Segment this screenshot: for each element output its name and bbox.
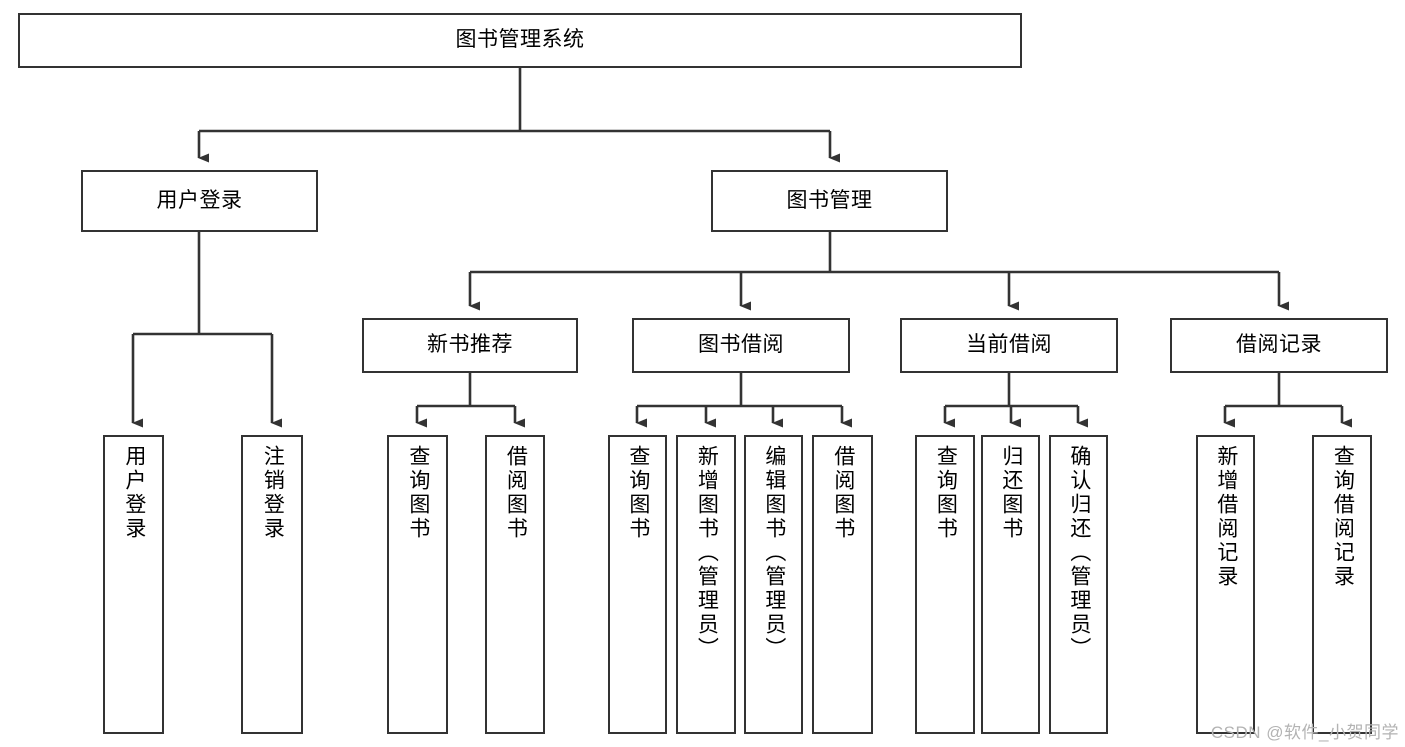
node-leaf-query-record-label: 查询借阅记录 bbox=[1331, 445, 1355, 589]
node-leaf-borrow-book-1-label: 借阅图书 bbox=[504, 445, 528, 541]
node-leaf-query-book-3[interactable]: 查询图书 bbox=[915, 435, 975, 734]
node-leaf-query-book-3-label: 查询图书 bbox=[934, 445, 958, 541]
node-leaf-edit-book[interactable]: 编辑图书（管理员） bbox=[744, 435, 803, 734]
node-leaf-return-book[interactable]: 归还图书 bbox=[981, 435, 1040, 734]
node-book-manage[interactable]: 图书管理 bbox=[711, 170, 948, 232]
node-new-book-rec-label: 新书推荐 bbox=[427, 333, 513, 357]
node-leaf-borrow-book-2[interactable]: 借阅图书 bbox=[812, 435, 873, 734]
node-borrow-record[interactable]: 借阅记录 bbox=[1170, 318, 1388, 373]
node-leaf-logout-label: 注销登录 bbox=[261, 445, 285, 541]
node-leaf-confirm-return-label: 确认归还（管理员） bbox=[1067, 445, 1091, 661]
node-leaf-borrow-book-1[interactable]: 借阅图书 bbox=[485, 435, 545, 734]
node-leaf-return-book-label: 归还图书 bbox=[999, 445, 1023, 541]
node-borrow-record-label: 借阅记录 bbox=[1236, 333, 1322, 357]
node-leaf-add-book[interactable]: 新增图书（管理员） bbox=[676, 435, 736, 734]
node-leaf-add-record-label: 新增借阅记录 bbox=[1214, 445, 1238, 589]
node-leaf-query-book-2[interactable]: 查询图书 bbox=[608, 435, 667, 734]
node-leaf-user-login[interactable]: 用户登录 bbox=[103, 435, 164, 734]
node-leaf-borrow-book-2-label: 借阅图书 bbox=[831, 445, 855, 541]
node-user-login[interactable]: 用户登录 bbox=[81, 170, 318, 232]
node-leaf-add-book-label: 新增图书（管理员） bbox=[695, 445, 719, 661]
node-current-borrow[interactable]: 当前借阅 bbox=[900, 318, 1118, 373]
node-user-login-label: 用户登录 bbox=[156, 188, 243, 212]
node-current-borrow-label: 当前借阅 bbox=[966, 333, 1052, 357]
node-book-manage-label: 图书管理 bbox=[786, 188, 873, 212]
node-book-borrow-label: 图书借阅 bbox=[698, 333, 784, 357]
node-leaf-query-book-2-label: 查询图书 bbox=[626, 445, 650, 541]
node-leaf-add-record[interactable]: 新增借阅记录 bbox=[1196, 435, 1255, 734]
node-leaf-confirm-return[interactable]: 确认归还（管理员） bbox=[1049, 435, 1108, 734]
node-leaf-query-book-1-label: 查询图书 bbox=[406, 445, 430, 541]
node-leaf-edit-book-label: 编辑图书（管理员） bbox=[762, 445, 786, 661]
node-root[interactable]: 图书管理系统 bbox=[18, 13, 1022, 68]
node-root-label: 图书管理系统 bbox=[455, 28, 585, 52]
node-new-book-rec[interactable]: 新书推荐 bbox=[362, 318, 578, 373]
node-book-borrow[interactable]: 图书借阅 bbox=[632, 318, 850, 373]
node-leaf-query-book-1[interactable]: 查询图书 bbox=[387, 435, 448, 734]
node-leaf-query-record[interactable]: 查询借阅记录 bbox=[1312, 435, 1372, 734]
node-leaf-logout[interactable]: 注销登录 bbox=[241, 435, 303, 734]
node-leaf-user-login-label: 用户登录 bbox=[122, 445, 146, 541]
